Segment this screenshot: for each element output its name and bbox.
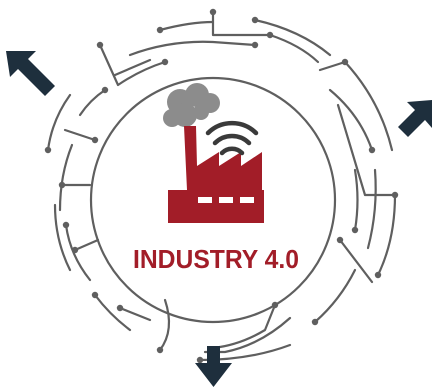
industry-title: INDUSTRY 4.0 bbox=[133, 244, 299, 274]
wifi-arc-medium bbox=[212, 133, 252, 146]
circuit-node bbox=[266, 31, 274, 39]
circuit-node bbox=[58, 181, 66, 189]
circuit-trace bbox=[338, 238, 374, 284]
circuit-trace bbox=[353, 168, 359, 232]
factory-window bbox=[219, 197, 233, 203]
factory-icon bbox=[168, 126, 264, 223]
circuit-trace bbox=[113, 58, 152, 77]
circuit-trace bbox=[211, 303, 277, 350]
circuit-node bbox=[351, 226, 359, 234]
circuit-trace bbox=[313, 268, 357, 324]
wifi-arc-large bbox=[205, 120, 259, 136]
wifi-arc-small bbox=[219, 146, 245, 156]
circuit-trace bbox=[268, 33, 320, 64]
arrow-up-right-icon bbox=[398, 100, 432, 137]
factory-window bbox=[240, 197, 254, 203]
circuit-node bbox=[161, 58, 169, 66]
circuit-node bbox=[101, 86, 109, 94]
circuit-trace bbox=[158, 20, 215, 32]
circuit-trace bbox=[318, 60, 394, 152]
circuit-node bbox=[71, 246, 79, 254]
circuit-trace bbox=[158, 298, 171, 352]
arrow-down-icon bbox=[195, 346, 232, 387]
circuit-node bbox=[96, 41, 104, 49]
circuit-trace bbox=[366, 168, 377, 250]
circuit-node bbox=[62, 221, 70, 229]
factory-window bbox=[198, 197, 212, 203]
circuit-trace bbox=[93, 293, 132, 332]
circuit-trace bbox=[46, 93, 72, 152]
circuit-node bbox=[156, 346, 164, 354]
circuit-trace bbox=[53, 203, 72, 272]
circuit-trace bbox=[376, 193, 397, 277]
circuit-node bbox=[271, 301, 279, 309]
circuit-node bbox=[251, 41, 259, 49]
circuit-node bbox=[251, 16, 259, 24]
circuit-trace bbox=[64, 223, 92, 282]
circuit-trace bbox=[128, 40, 257, 57]
circuit-nodes bbox=[44, 8, 399, 364]
circuit-node bbox=[44, 146, 52, 154]
circuit-trace bbox=[203, 316, 292, 354]
circuit-trace bbox=[63, 128, 97, 142]
inner-ring bbox=[89, 76, 337, 324]
circuit-node bbox=[91, 136, 99, 144]
circuit-node bbox=[391, 191, 399, 199]
smoke-cloud-icon bbox=[163, 83, 220, 127]
wifi-signal-icon bbox=[205, 120, 259, 156]
circuit-node bbox=[196, 356, 204, 364]
circuit-node bbox=[91, 291, 99, 299]
factory-base bbox=[168, 190, 264, 223]
circuit-node bbox=[341, 58, 349, 66]
circuit-trace bbox=[336, 103, 397, 197]
circuit-trace bbox=[211, 10, 272, 37]
circuit-ring bbox=[46, 10, 397, 362]
circuit-node bbox=[209, 8, 217, 16]
circuit-trace bbox=[118, 306, 152, 322]
circuit-node bbox=[116, 304, 124, 312]
circuit-trace bbox=[98, 43, 167, 87]
circuit-node bbox=[368, 146, 376, 154]
circuit-trace bbox=[58, 143, 74, 212]
factory-building bbox=[170, 126, 262, 190]
circuit-node bbox=[374, 271, 382, 279]
arrow-up-left-icon bbox=[6, 51, 55, 96]
circuit-node bbox=[336, 236, 344, 244]
circuit-node bbox=[156, 26, 164, 34]
circuit-trace bbox=[328, 88, 374, 152]
circuit-trace bbox=[73, 238, 100, 252]
circuit-node bbox=[311, 318, 319, 326]
circuit-trace bbox=[78, 88, 107, 117]
circuit-trace bbox=[253, 18, 332, 57]
